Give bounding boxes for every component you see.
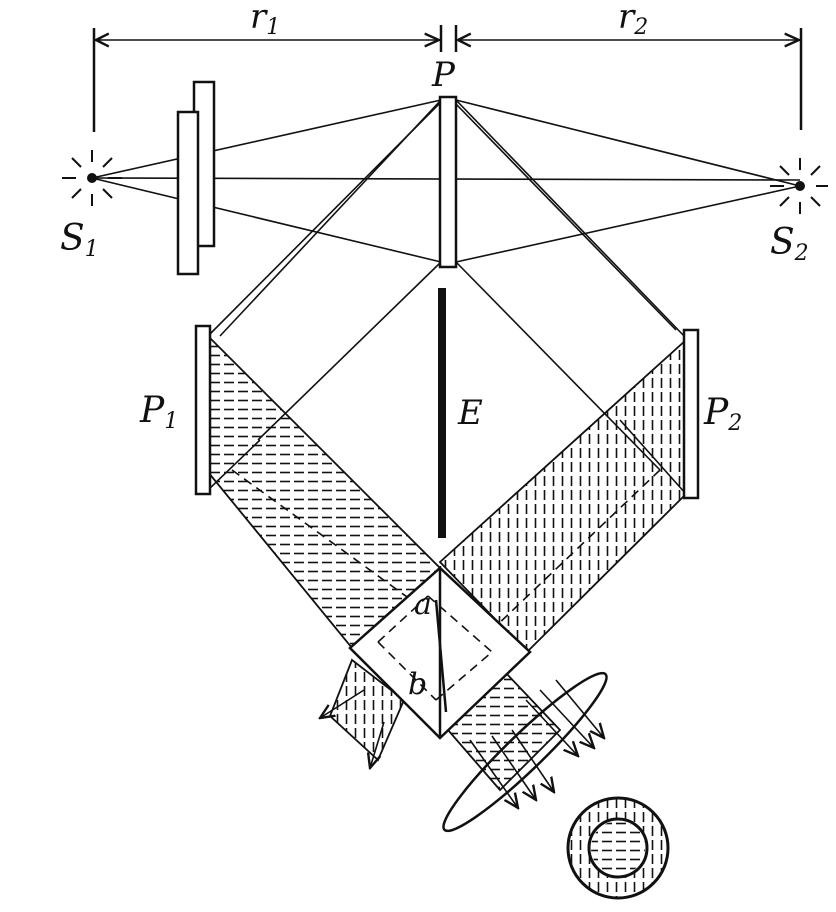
r1-label: r1: [250, 0, 280, 40]
b-label: b: [408, 667, 427, 702]
filter-plates: [176, 80, 216, 276]
s2-label: S2: [770, 222, 809, 266]
screen-e: [438, 288, 446, 538]
lummer-brodhun-cube: [348, 566, 532, 740]
a-label: a: [414, 587, 432, 622]
e-label: E: [457, 393, 483, 433]
plate-p: [438, 95, 458, 269]
p2-label: P2: [703, 392, 742, 436]
hatched-beams: [207, 333, 687, 792]
reflected-rays: [207, 99, 687, 495]
p-label: P: [431, 55, 456, 95]
source-s1-icon: [62, 150, 122, 206]
eyepiece-lens: [442, 671, 608, 833]
source-s2-icon: [770, 158, 828, 214]
s1-label: S1: [60, 218, 99, 262]
field-of-view: [566, 796, 670, 900]
dimension-lines: [92, 25, 803, 132]
r2-label: r2: [618, 0, 648, 40]
p1-label: P1: [139, 390, 178, 434]
mirror-p2: [682, 328, 700, 500]
output-rays: [320, 679, 604, 808]
mirror-p1: [194, 324, 212, 496]
